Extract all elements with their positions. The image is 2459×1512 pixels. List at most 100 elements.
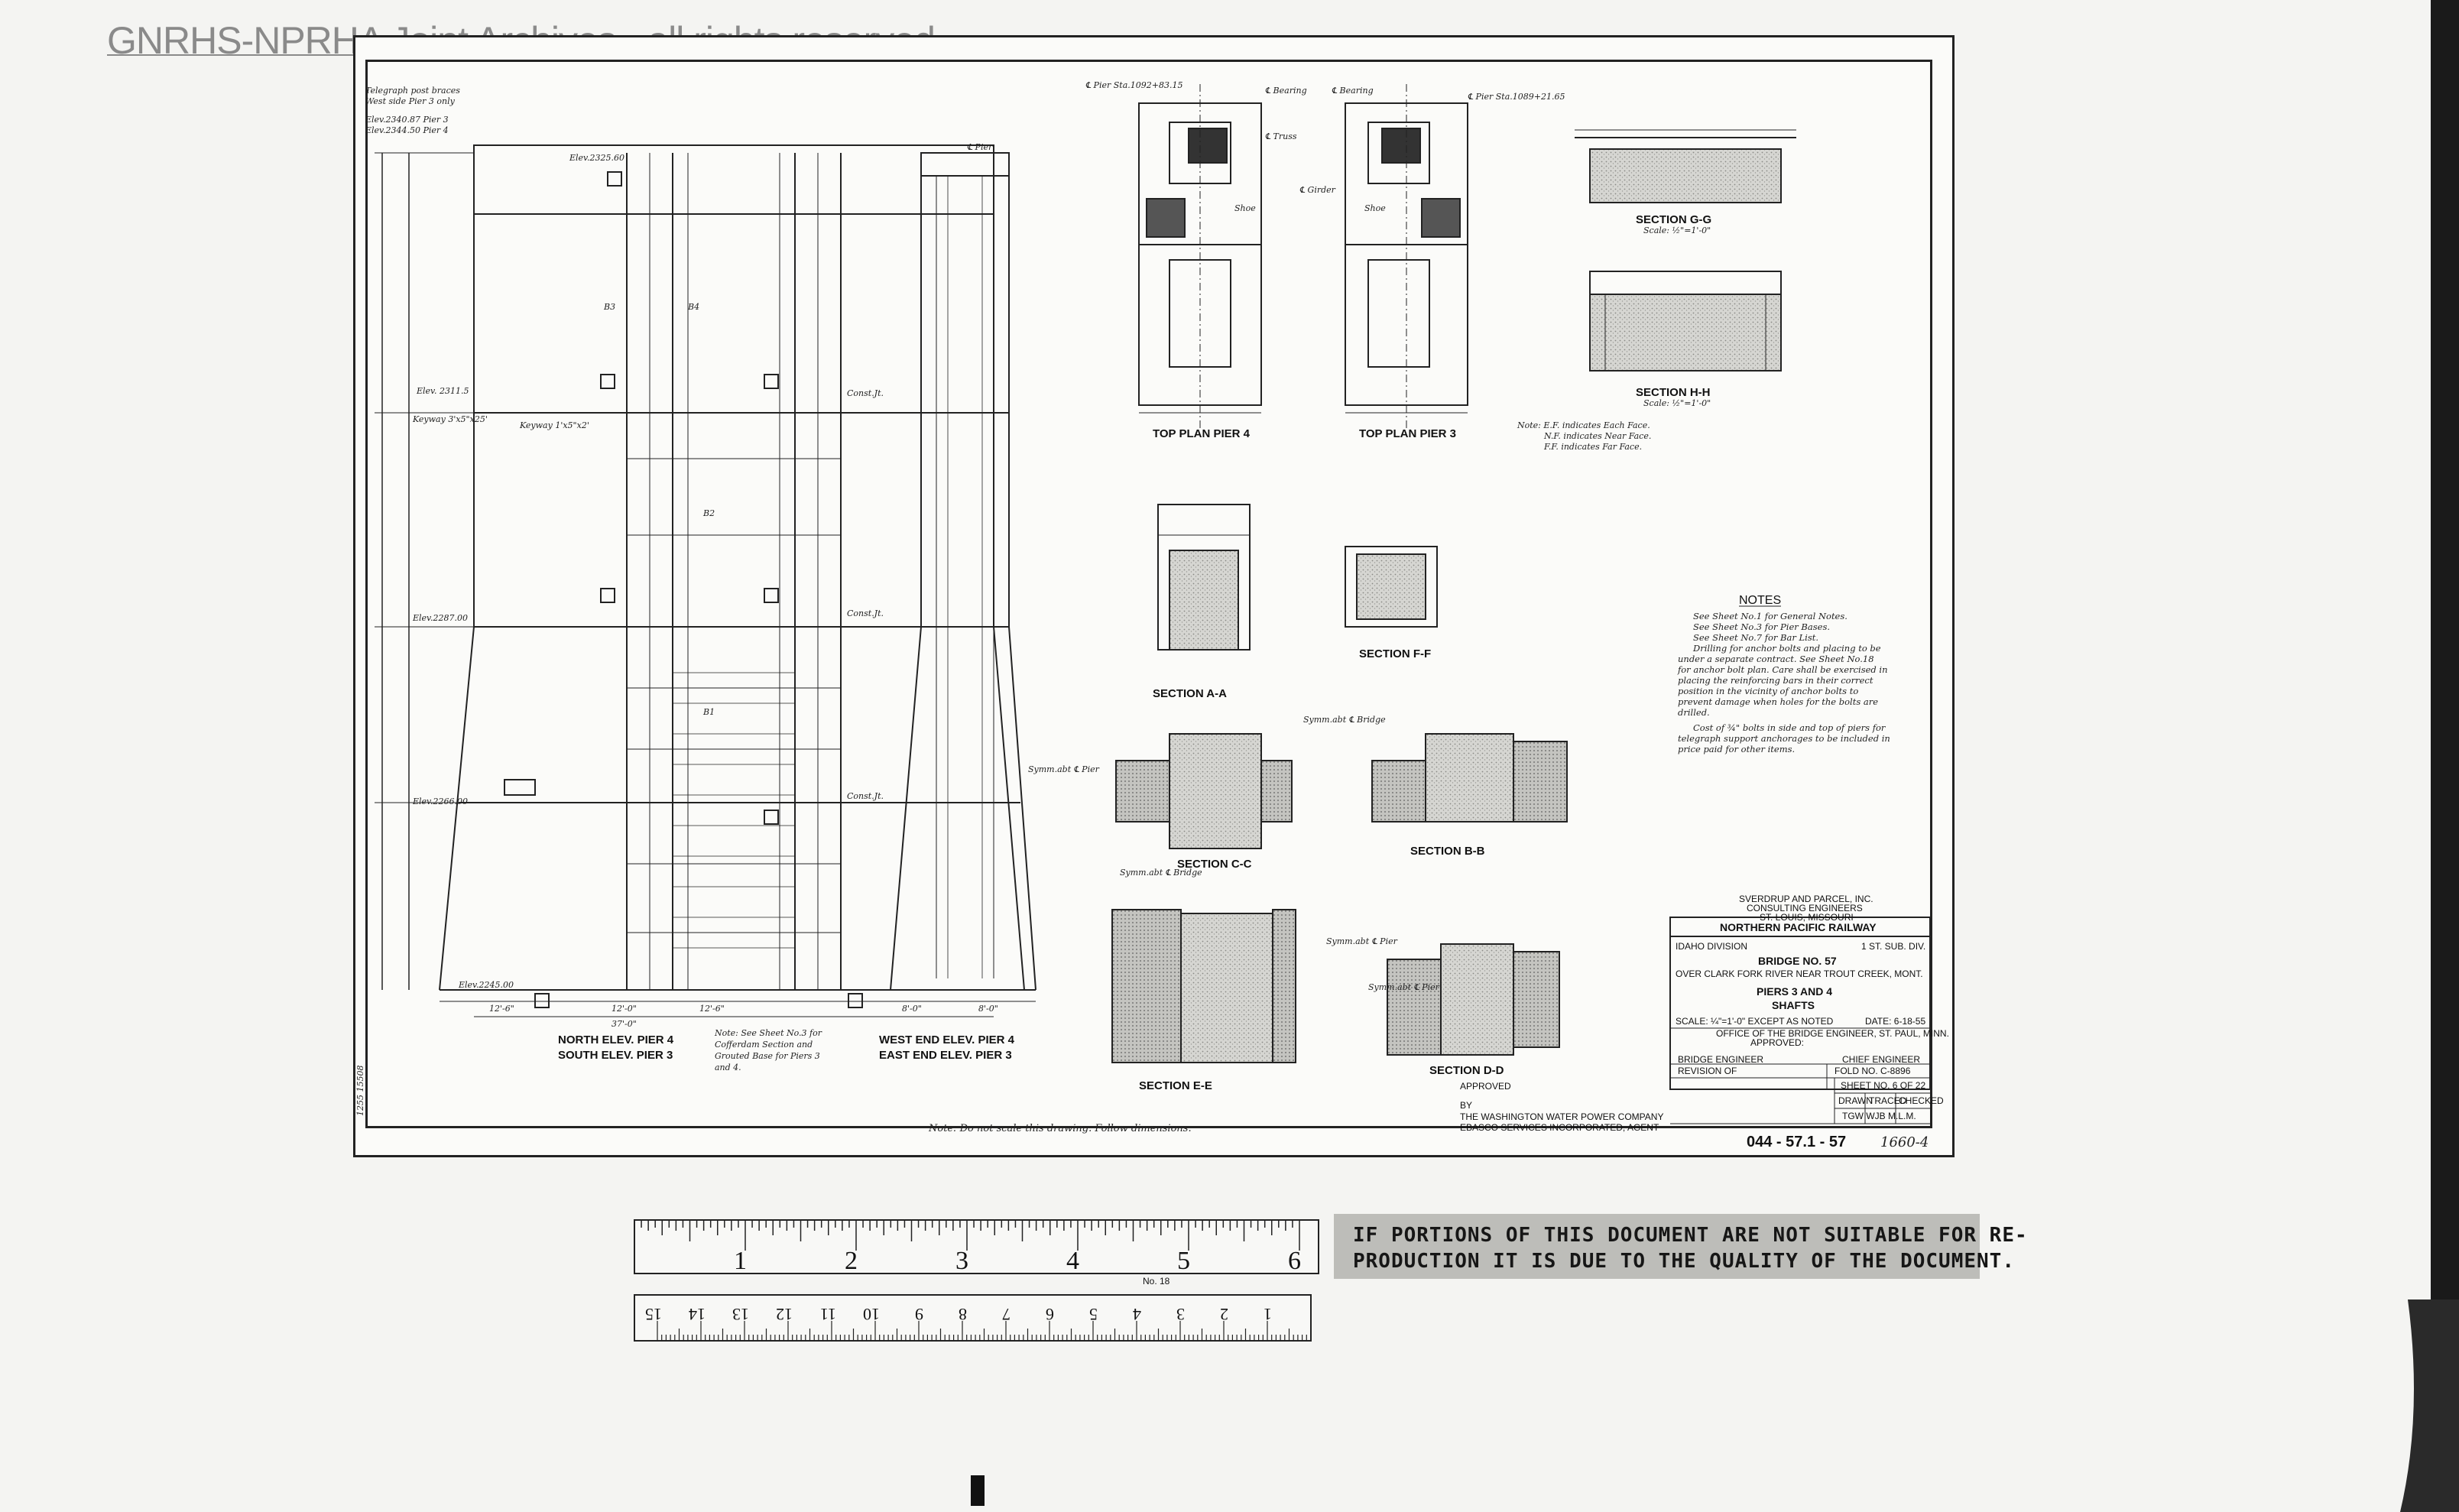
shoe-label-4: Shoe <box>1234 203 1256 213</box>
bar-b2: B2 <box>702 508 715 518</box>
note-line-5: under a separate contract. See Sheet No.… <box>1678 654 1874 664</box>
ruler-inch-2: 2 <box>845 1247 858 1275</box>
west-end-elevation-view <box>890 152 1036 1002</box>
ebasco-agent: EBASCO SERVICES INCORPORATED, AGENT <box>1460 1122 1659 1133</box>
section-ee-title: SECTION E-E <box>1139 1079 1212 1092</box>
bearing-label-3: ℄ Bearing <box>1332 86 1374 96</box>
drawing-number-suffix: 1660-4 <box>1880 1134 1929 1150</box>
warning-line-2: PRODUCTION IT IS DUE TO THE QUALITY OF T… <box>1353 1250 2015 1273</box>
south-elev-title: SOUTH ELEV. PIER 3 <box>558 1049 673 1062</box>
general-notes: NOTES See Sheet No.1 for General Notes. … <box>1677 594 1890 754</box>
revision-label: REVISION OF <box>1678 1066 1737 1076</box>
section-gg-title: SECTION G-G <box>1636 213 1711 226</box>
ruler-inch-1: 1 <box>734 1247 747 1275</box>
top-plan-pier-4 <box>1138 84 1262 428</box>
section-d-d <box>1387 943 1560 1056</box>
north-elevation-view <box>375 144 1025 1017</box>
note-line-6: for anchor bolt plan. Care shall be exer… <box>1677 664 1888 675</box>
elev-footnote-1: Note: See Sheet No.3 for <box>714 1028 822 1038</box>
railway-name: NORTHERN PACIFIC RAILWAY <box>1720 921 1877 933</box>
keyway-b: Keyway 1'x5"x2' <box>519 420 589 430</box>
bar-b4: B4 <box>687 302 699 312</box>
bar-b1: B1 <box>702 707 715 717</box>
section-bb-title: SECTION B-B <box>1410 845 1485 858</box>
symm-pier-ee: Symm.abt ℄ Pier <box>1326 936 1398 946</box>
drawn-label: DRAWN <box>1838 1095 1873 1106</box>
scale-warning-note: Note: Do not scale this drawing. Follow … <box>928 1123 1192 1134</box>
elev-2287: Elev.2287.00 <box>412 613 468 623</box>
ruler-cm-label: 8 <box>959 1305 967 1324</box>
shafts-title: SHAFTS <box>1772 999 1815 1011</box>
pier-sta-4: ℄ Pier Sta.1092+83.15 <box>1085 80 1182 90</box>
elev-footnote-3: Grouted Base for Piers 3 <box>715 1051 820 1061</box>
ruler-cm-label: 6 <box>1046 1305 1054 1324</box>
section-e-e <box>1111 909 1296 1063</box>
face-note-3: F.F. indicates Far Face. <box>1543 442 1642 452</box>
ruler-cm-label: 7 <box>1002 1305 1011 1324</box>
symm-bridge-ee: Symm.abt ℄ Bridge <box>1120 868 1202 878</box>
scan-edge-curl <box>2400 1299 2459 1512</box>
quality-warning: IF PORTIONS OF THIS DOCUMENT ARE NOT SUI… <box>1334 1214 2028 1279</box>
traced-label: TRACED <box>1869 1095 1907 1106</box>
elev-footnote-4: and 4. <box>715 1063 741 1072</box>
notes-title: NOTES <box>1739 594 1781 607</box>
note-line-7: placing the reinforcing bars in their co… <box>1678 675 1873 686</box>
ruler-cm-label: 2 <box>1220 1305 1228 1324</box>
sheet-no: SHEET NO. 6 OF 22 <box>1841 1080 1925 1091</box>
note-line-1: See Sheet No.1 for General Notes. <box>1693 611 1847 621</box>
bridge-no: BRIDGE NO. 57 <box>1758 955 1837 967</box>
face-note-1: Note: E.F. indicates Each Face. <box>1517 420 1650 430</box>
elev-2340: Elev.2340.87 Pier 3 <box>365 115 449 125</box>
ruler-cm-label: 14 <box>689 1305 706 1324</box>
section-a-a <box>1157 504 1251 651</box>
dim-12-6-left: 12'-6" <box>489 1004 514 1014</box>
top-plan-text: TOP PLAN PIER 4 TOP PLAN PIER 3 ℄ Pier S… <box>1085 80 1565 440</box>
ruler-cm-label: 10 <box>863 1305 880 1324</box>
note-line-2: See Sheet No.3 for Pier Bases. <box>1693 621 1830 632</box>
note-line-4: Drilling for anchor bolts and placing to… <box>1692 643 1881 654</box>
ruler-cm-label: 15 <box>645 1305 662 1324</box>
scan-mark <box>971 1475 985 1506</box>
ruler-cm-label: 13 <box>732 1305 749 1324</box>
piers-title: PIERS 3 AND 4 <box>1757 985 1832 998</box>
telegraph-note-2: West side Pier 3 only <box>365 96 456 106</box>
drawing-date: DATE: 6-18-55 <box>1865 1016 1925 1027</box>
elev-2325: Elev.2325.60 <box>569 153 624 163</box>
elev-2266: Elev.2266.00 <box>412 797 468 806</box>
ruler-cm-label: 5 <box>1089 1305 1098 1324</box>
keyway-a: Keyway 3'x5"x25' <box>412 414 488 424</box>
note-line-3: See Sheet No.7 for Bar List. <box>1693 632 1818 643</box>
section-b-b <box>1371 733 1568 823</box>
division: IDAHO DIVISION <box>1676 941 1747 952</box>
chief-engineer-label: CHIEF ENGINEER <box>1842 1054 1920 1065</box>
scale-note: SCALE: ¼"=1'-0" EXCEPT AS NOTED <box>1676 1016 1834 1027</box>
fold-no: FOLD NO. C-8896 <box>1835 1066 1911 1076</box>
drawing-border <box>365 60 1932 1128</box>
note-line-12: telegraph support anchorages to be inclu… <box>1678 733 1890 744</box>
symm-pier-dd: Symm.abt ℄ Pier <box>1368 982 1440 992</box>
section-hh-scale: Scale: ½"=1'-0" <box>1643 398 1711 408</box>
ruler-cm-label: 4 <box>1133 1305 1141 1324</box>
pier-sta-3: ℄ Pier Sta.1089+21.65 <box>1468 92 1565 102</box>
warning-line-1: IF PORTIONS OF THIS DOCUMENT ARE NOT SUI… <box>1353 1224 2028 1247</box>
girder-label: ℄ Girder <box>1299 185 1336 195</box>
shoe-label-3: Shoe <box>1364 203 1386 213</box>
power-company: THE WASHINGTON WATER POWER COMPANY <box>1460 1111 1663 1122</box>
symm-bridge-cc: Symm.abt ℄ Bridge <box>1303 715 1386 725</box>
ruler-cm-label: 11 <box>820 1305 836 1324</box>
elev-footnote-2: Cofferdam Section and <box>715 1040 813 1050</box>
drawing-number: 044 - 57.1 - 57 <box>1747 1134 1846 1150</box>
bridge-engineer-label: BRIDGE ENGINEER <box>1678 1054 1763 1065</box>
west-elev-title: WEST END ELEV. PIER 4 <box>879 1033 1015 1046</box>
ruler-cm-label: 12 <box>776 1305 793 1324</box>
dim-12-0: 12'-0" <box>612 1004 637 1014</box>
section-hh-title: SECTION H-H <box>1636 386 1711 399</box>
section-dd-title: SECTION D-D <box>1429 1064 1504 1077</box>
symm-pier-cc: Symm.abt ℄ Pier <box>1028 764 1100 774</box>
section-g-g <box>1575 129 1796 203</box>
bridge-location: OVER CLARK FORK RIVER NEAR TROUT CREEK, … <box>1676 969 1923 979</box>
section-ff-title: SECTION F-F <box>1359 647 1431 660</box>
by-label: BY <box>1460 1100 1472 1111</box>
checked-label: CHECKED <box>1899 1095 1944 1106</box>
